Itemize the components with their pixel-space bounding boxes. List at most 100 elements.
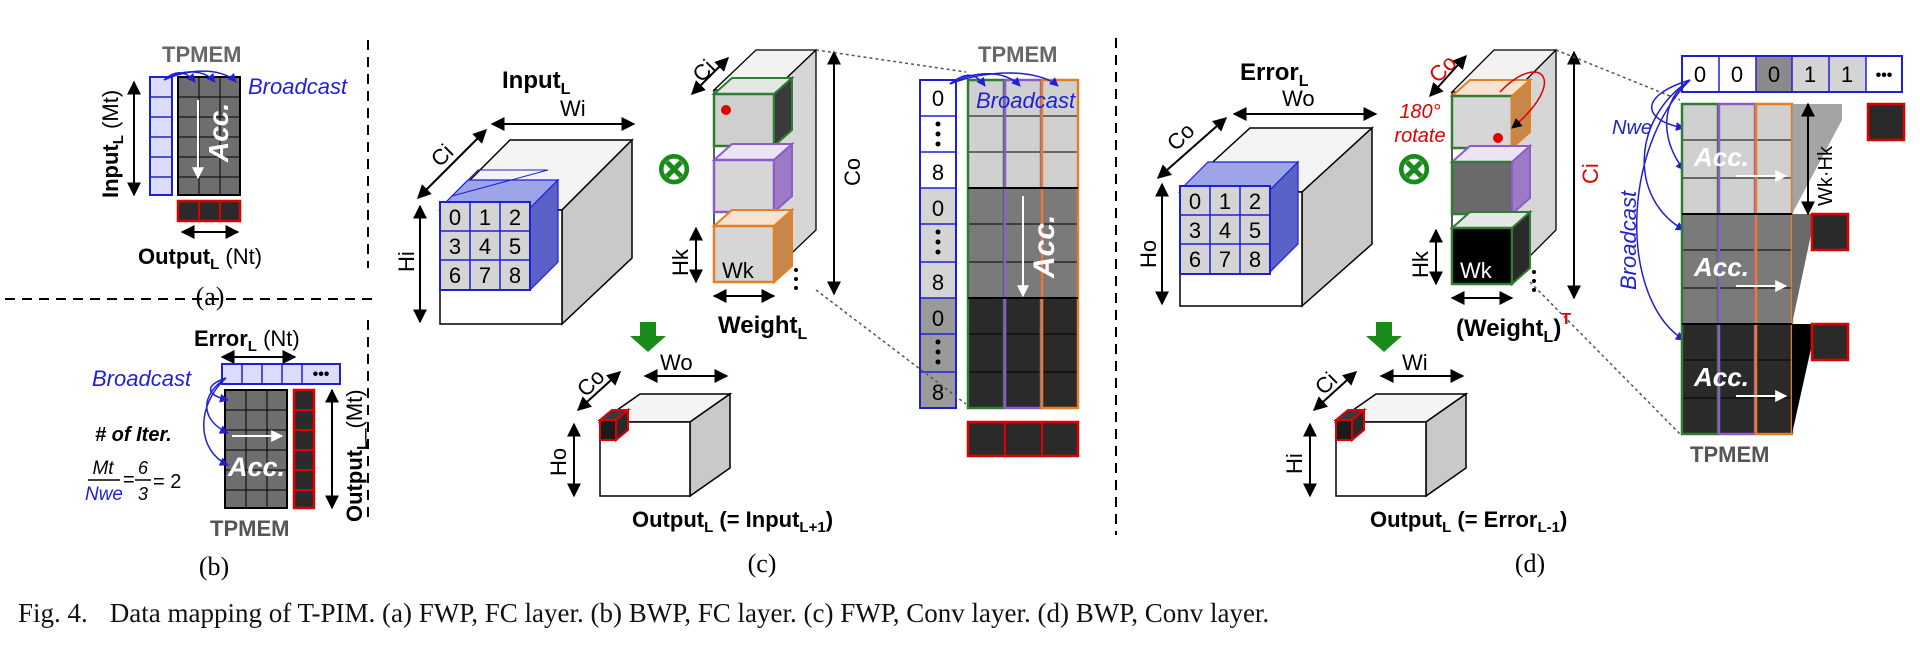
panel-c-label: (c) — [748, 549, 777, 578]
nwe-label: Nwe — [1612, 117, 1652, 139]
grid-cell: 5 — [509, 234, 521, 259]
wi-label: Wi — [560, 96, 586, 121]
row-cell: 1 — [1841, 62, 1853, 87]
acc-label: Acc. — [1028, 215, 1061, 279]
convolution-operator-icon: ⊗ — [1396, 144, 1433, 193]
output-vector-a — [176, 199, 242, 223]
more-dots: ••• — [1876, 67, 1893, 84]
top-error-row: 0 0 0 1 1 ••• — [1681, 55, 1903, 93]
rotate-angle-label: 180° — [1399, 101, 1440, 123]
grid-cell: 2 — [509, 205, 521, 230]
mt-label: Mt — [92, 458, 114, 479]
acc-label: Acc. — [1693, 252, 1749, 282]
wk-label: Wk — [1460, 258, 1493, 283]
grid-cell: 7 — [479, 263, 491, 288]
wk-label: Wk — [722, 258, 755, 283]
ci-weight-label: Ci — [688, 55, 720, 87]
reduction-wedge — [1792, 214, 1812, 324]
svg-text:6: 6 — [138, 458, 149, 478]
output-cell — [1810, 322, 1850, 362]
hi-label: Hi — [394, 251, 419, 272]
row-cell: 0 — [1694, 62, 1706, 87]
input-vector — [149, 76, 173, 196]
column-cell: 0 — [932, 306, 944, 331]
tpmem-label: TPMEM — [162, 42, 241, 67]
ho-label: Ho — [1136, 240, 1161, 268]
acc-label: Acc. — [1693, 362, 1749, 392]
iter-title: # of Iter. — [95, 424, 172, 446]
column-cell: 0 — [932, 86, 944, 111]
column-cell: 8 — [932, 270, 944, 295]
output-axis-label: OutputL_(Mt) — [342, 389, 371, 522]
ci-label: Ci — [1578, 163, 1603, 184]
broadcast-label: Broadcast — [976, 88, 1076, 113]
grid-cell: 0 — [1189, 189, 1201, 214]
weight-stack — [711, 48, 818, 290]
panel-a: TPMEM Broadcast Acc. InputL (Mt) OutputL… — [98, 42, 348, 311]
row-cell: 1 — [1804, 62, 1816, 87]
figure-canvas: TPMEM Broadcast Acc. InputL (Mt) OutputL… — [5, 38, 1906, 581]
tpmem-label: TPMEM — [978, 42, 1057, 67]
tpmem-label: TPMEM — [210, 516, 289, 541]
acc-label: Acc. — [1693, 142, 1749, 172]
convolution-operator-icon: ⊗ — [656, 144, 693, 193]
co-weight-label: Co — [1424, 50, 1462, 88]
wo-label: Wo — [1282, 86, 1315, 111]
hi-label: Hi — [1282, 453, 1307, 474]
co-label: Co — [1162, 118, 1200, 156]
output-label-c: OutputL (= InputL+1) — [632, 507, 833, 536]
svg-text:3: 3 — [138, 484, 148, 504]
broadcast-label: Broadcast — [248, 74, 348, 99]
nwe-label: Nwe — [85, 484, 123, 505]
grid-cell: 2 — [1249, 189, 1261, 214]
panel-a-label: (a) — [196, 282, 225, 311]
error-label: ErrorL (Nt) — [194, 326, 300, 355]
grid-cell: 0 — [449, 205, 461, 230]
column-cell: 8 — [932, 380, 944, 405]
svg-text:= 2: = 2 — [153, 471, 181, 493]
grid-cell: 4 — [1219, 218, 1231, 243]
co-out-label: Co — [572, 364, 610, 402]
panel-b-label: (b) — [199, 552, 229, 581]
wo-label: Wo — [660, 350, 693, 375]
input-grid: 0 1 2 3 4 5 6 7 8 — [439, 201, 531, 291]
broadcast-label: Broadcast — [92, 366, 192, 391]
down-arrow-icon — [1366, 322, 1402, 352]
svg-text:=: = — [123, 469, 135, 491]
grid-cell: 3 — [1189, 218, 1201, 243]
figure-number: Fig. 4. — [18, 598, 88, 628]
weight-label: WeightL — [718, 312, 808, 343]
row-cell: 0 — [1731, 62, 1743, 87]
figure-caption: Fig. 4. Data mapping of T-PIM. (a) FWP, F… — [18, 598, 1898, 629]
input-axis-label: InputL (Mt) — [98, 90, 127, 198]
tpmem-array-d — [1680, 102, 1794, 436]
panel-d: ErrorL Wo Co Ho 0 1 2 3 4 5 — [1136, 48, 1906, 578]
grid-cell: 5 — [1249, 218, 1261, 243]
tpmem-column-c: 0 8 0 8 0 8 — [919, 79, 957, 409]
grid-cell: 4 — [479, 234, 491, 259]
output-cube-c — [597, 392, 733, 498]
grid-cell: 3 — [449, 234, 461, 259]
acc-label: Acc. — [227, 452, 285, 482]
acc-label: Acc. — [203, 103, 234, 163]
error-grid: 0 1 2 3 4 5 6 7 8 — [1179, 185, 1271, 275]
grid-cell: 6 — [449, 263, 461, 288]
weight-transpose-label: (WeightL)T — [1456, 311, 1571, 346]
ci-out-label: Ci — [1310, 367, 1342, 399]
ci-label: Ci — [426, 139, 458, 171]
grid-cell: 8 — [509, 263, 521, 288]
caption-text: Data mapping of T-PIM. (a) FWP, FC layer… — [109, 598, 1270, 628]
output-axis-label: OutputL (Nt) — [138, 244, 262, 273]
grid-cell: 6 — [1189, 247, 1201, 272]
error-vector — [221, 363, 341, 385]
grid-cell: 1 — [1219, 189, 1231, 214]
wi-label: Wi — [1402, 350, 1428, 375]
error-cube-label: ErrorL — [1240, 59, 1309, 90]
grid-cell: 8 — [1249, 247, 1261, 272]
more-dots: ••• — [313, 366, 330, 383]
co-label: Co — [840, 158, 865, 186]
output-label-d: OutputL (= ErrorL-1) — [1370, 507, 1567, 536]
panel-b: ErrorL (Nt) ••• Broadcast Acc. OutputL_(… — [85, 326, 371, 581]
rotate-label: rotate — [1394, 125, 1445, 147]
panel-c: InputL Wi Ci Hi 0 1 2 3 4 — [394, 42, 1080, 578]
